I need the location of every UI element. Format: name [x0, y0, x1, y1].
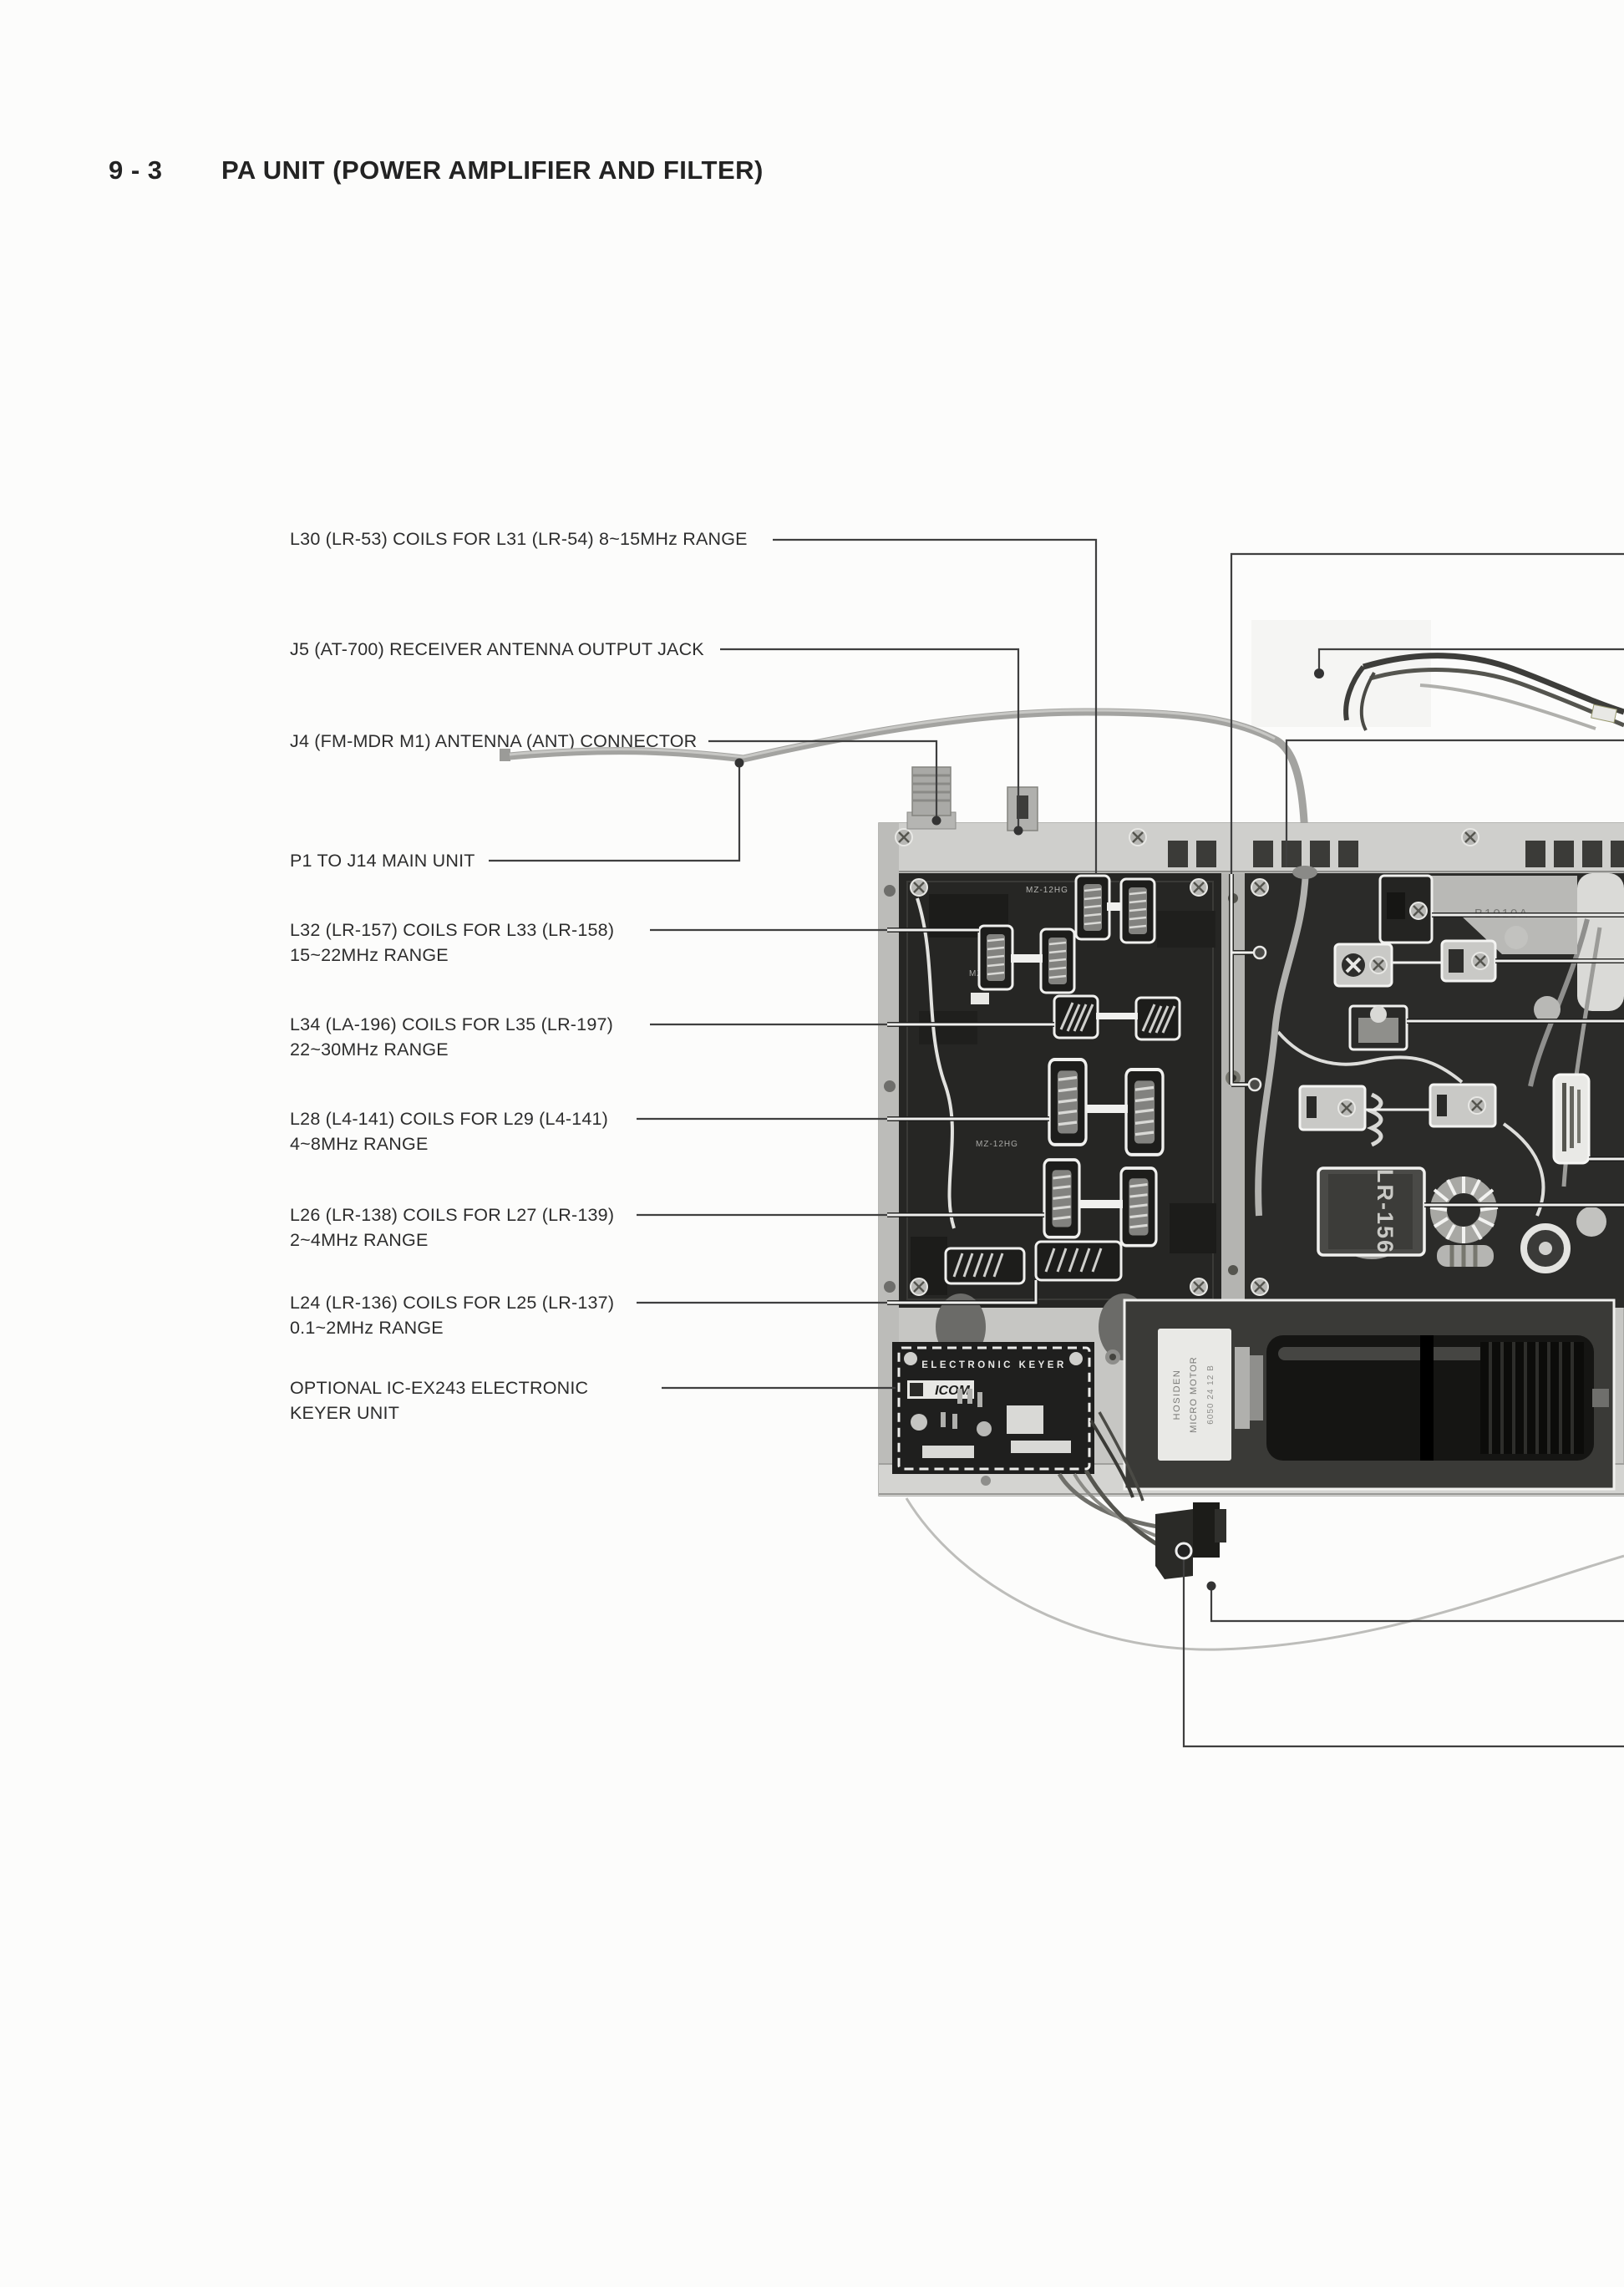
callout-label-l26: L26 (LR-138) COILS FOR L27 (LR-139)2~4MH… — [290, 1205, 615, 1250]
cutoff-leader-bottom1 — [1210, 1589, 1624, 1623]
leader-l30 — [773, 538, 1098, 874]
icom-logo: ICOM — [907, 1380, 974, 1399]
trimmer-callout-boxes — [1333, 939, 1497, 988]
callout-label-l30: L30 (LR-53) COILS FOR L31 (LR-54) 8~15MH… — [290, 529, 748, 549]
board-marking-lr156: LR-156 — [1373, 1169, 1398, 1254]
relay-callout-box — [1348, 1004, 1408, 1051]
section-number: 9 - 3 — [109, 155, 163, 185]
page-title: 9 - 3 PA UNIT (POWER AMPLIFIER AND FILTER… — [109, 155, 764, 186]
leader-p1 — [489, 766, 741, 862]
wire-bundle — [1343, 653, 1624, 731]
thin-wire-arc — [905, 1497, 1624, 1651]
coil-pair-22-30mhz — [1053, 994, 1181, 1041]
coil-pair-4-8mhz — [1049, 1060, 1163, 1155]
coil-pair-15-22mhz — [977, 924, 1076, 994]
hookup-wire — [916, 897, 956, 1229]
receiver-output-jack-j5 — [1007, 786, 1038, 831]
pa-unit-photo: MZ-12HG MZ-12HG MZ-12HG — [500, 620, 1624, 1651]
svg-text:MICRO MOTOR: MICRO MOTOR — [1189, 1356, 1199, 1432]
power-transistor-callout-boxes — [1298, 1083, 1497, 1147]
cutoff-leader-top — [1230, 552, 1624, 874]
svg-text:6050 24 12 B: 6050 24 12 B — [1206, 1365, 1215, 1425]
cutoff-leader-bundle — [1317, 648, 1624, 668]
board-marking-mz: MZ-12HG — [1026, 886, 1068, 895]
callout-label-l28: L28 (L4-141) COILS FOR L29 (L4-141)4~8MH… — [290, 1109, 609, 1154]
motor-assembly: HOSIDEN MICRO MOTOR 6050 24 12 B — [1123, 1299, 1616, 1491]
callout-label-l24: L24 (LR-136) COILS FOR L25 (LR-137)0.1~2… — [290, 1293, 615, 1338]
cutoff-leader-bottom2 — [1182, 1556, 1624, 1748]
coil-pair-8-15mhz — [1074, 874, 1156, 944]
keyer-board: ELECTRONIC KEYER ICOM — [892, 1342, 1094, 1474]
board-edge-tabs — [1168, 841, 1624, 867]
filter-board: MZ-12HG MZ-12HG MZ-12HG — [899, 873, 1221, 1308]
leader-dots — [734, 668, 1324, 1591]
predriver-callout-box — [1378, 874, 1434, 944]
svg-text:HOSIDEN: HOSIDEN — [1172, 1370, 1182, 1420]
callout-label-p1: P1 TO J14 MAIN UNIT — [290, 851, 475, 871]
motor-label: HOSIDEN MICRO MOTOR 6050 24 12 B — [1158, 1329, 1231, 1461]
toroid-coil — [1429, 1177, 1499, 1243]
svg-text:ICOM: ICOM — [935, 1384, 970, 1398]
leader-j5 — [720, 648, 1020, 827]
antenna-switch-connector — [1155, 1502, 1226, 1579]
board-marking-keyer: ELECTRONIC KEYER — [921, 1360, 1067, 1370]
pa-board: B1010A — [1245, 866, 1624, 1308]
callout-label-l32: L32 (LR-157) COILS FOR L33 (LR-158)15~22… — [290, 920, 615, 965]
callout-label-l34: L34 (LA-196) COILS FOR L35 (LR-197)22~30… — [290, 1014, 613, 1060]
washer-coil — [1520, 1223, 1571, 1273]
board-marking-mz: MZ-12HG — [976, 1140, 1018, 1149]
motor-cylinder — [1266, 1335, 1609, 1461]
lr156-callout-box: LR-156 — [1317, 1166, 1426, 1257]
leader-lines-dark — [489, 538, 1624, 1748]
leader-lines-light — [887, 874, 1624, 1305]
relay-label-box — [1552, 1073, 1591, 1165]
section-title: PA UNIT (POWER AMPLIFIER AND FILTER) — [221, 155, 764, 185]
cutoff-leader-cable — [1285, 739, 1624, 867]
coil-pair-01-2mhz — [944, 1240, 1123, 1285]
antenna-connector-j4 — [906, 766, 957, 830]
leader-j4 — [708, 739, 938, 817]
callout-label-j5: J5 (AT-700) RECEIVER ANTENNA OUTPUT JACK — [290, 639, 704, 659]
coil-pair-2-4mhz — [1043, 1158, 1158, 1248]
coax-cable-on-board — [1255, 870, 1309, 1217]
